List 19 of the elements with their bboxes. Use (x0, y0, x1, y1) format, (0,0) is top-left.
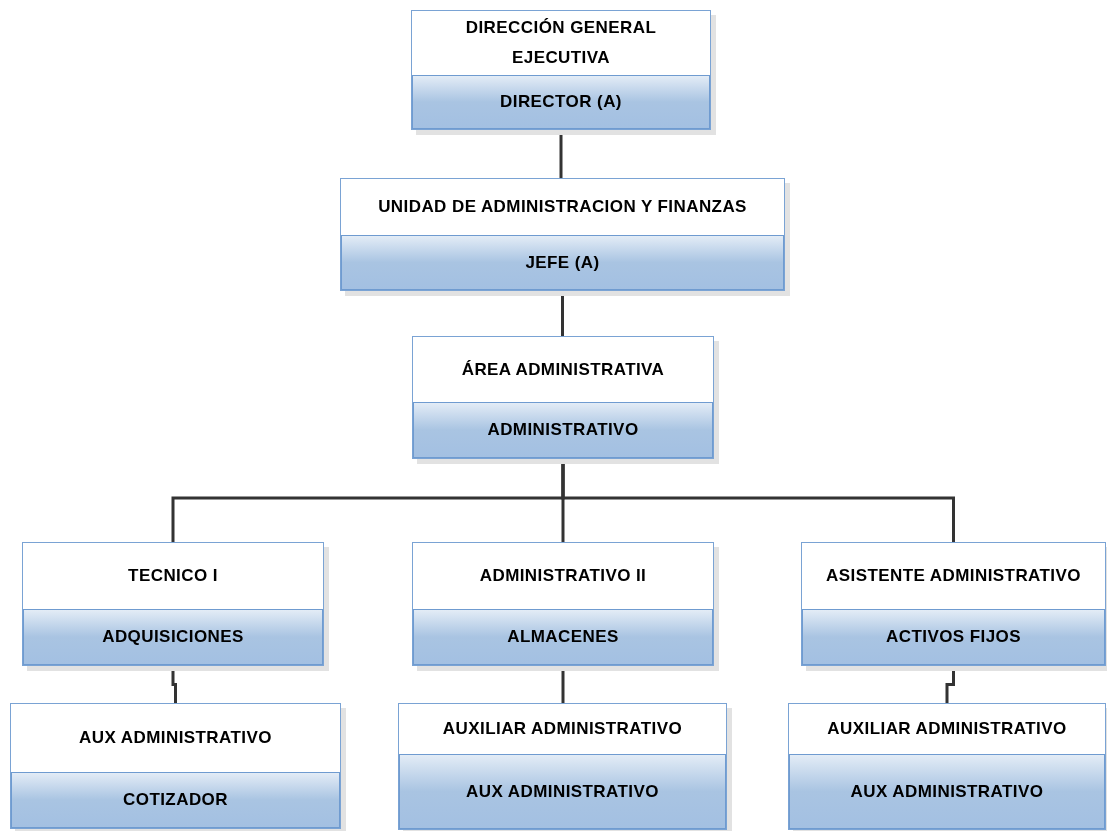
unit-title: DIRECCIÓN GENERAL EJECUTIVA (464, 17, 658, 69)
position-band: AUX ADMINISTRATIVO (399, 754, 726, 829)
unit-title: AUX ADMINISTRATIVO (79, 727, 272, 749)
unit-title: ASISTENTE ADMINISTRATIVO (826, 565, 1081, 587)
position-band: ADQUISICIONES (23, 609, 323, 665)
position-band: ADMINISTRATIVO (413, 402, 713, 458)
position-band: JEFE (A) (341, 235, 784, 290)
unit-title: AUXILIAR ADMINISTRATIVO (827, 718, 1067, 740)
unit-title: TECNICO I (128, 565, 218, 587)
org-box (788, 703, 1106, 830)
unit-title: ÁREA ADMINISTRATIVA (461, 358, 665, 381)
position-band: AUX ADMINISTRATIVO (789, 754, 1105, 829)
unit-title: AUXILIAR ADMINISTRATIVO (442, 718, 683, 740)
unit-title: UNIDAD DE ADMINISTRACION Y FINANZAS (378, 196, 747, 218)
position-band: ALMACENES (413, 609, 713, 665)
unit-title: ADMINISTRATIVO II (479, 565, 647, 587)
position-band: COTIZADOR (11, 772, 340, 828)
position-band: DIRECTOR (A) (412, 75, 710, 129)
position-band: ACTIVOS FIJOS (802, 609, 1105, 665)
